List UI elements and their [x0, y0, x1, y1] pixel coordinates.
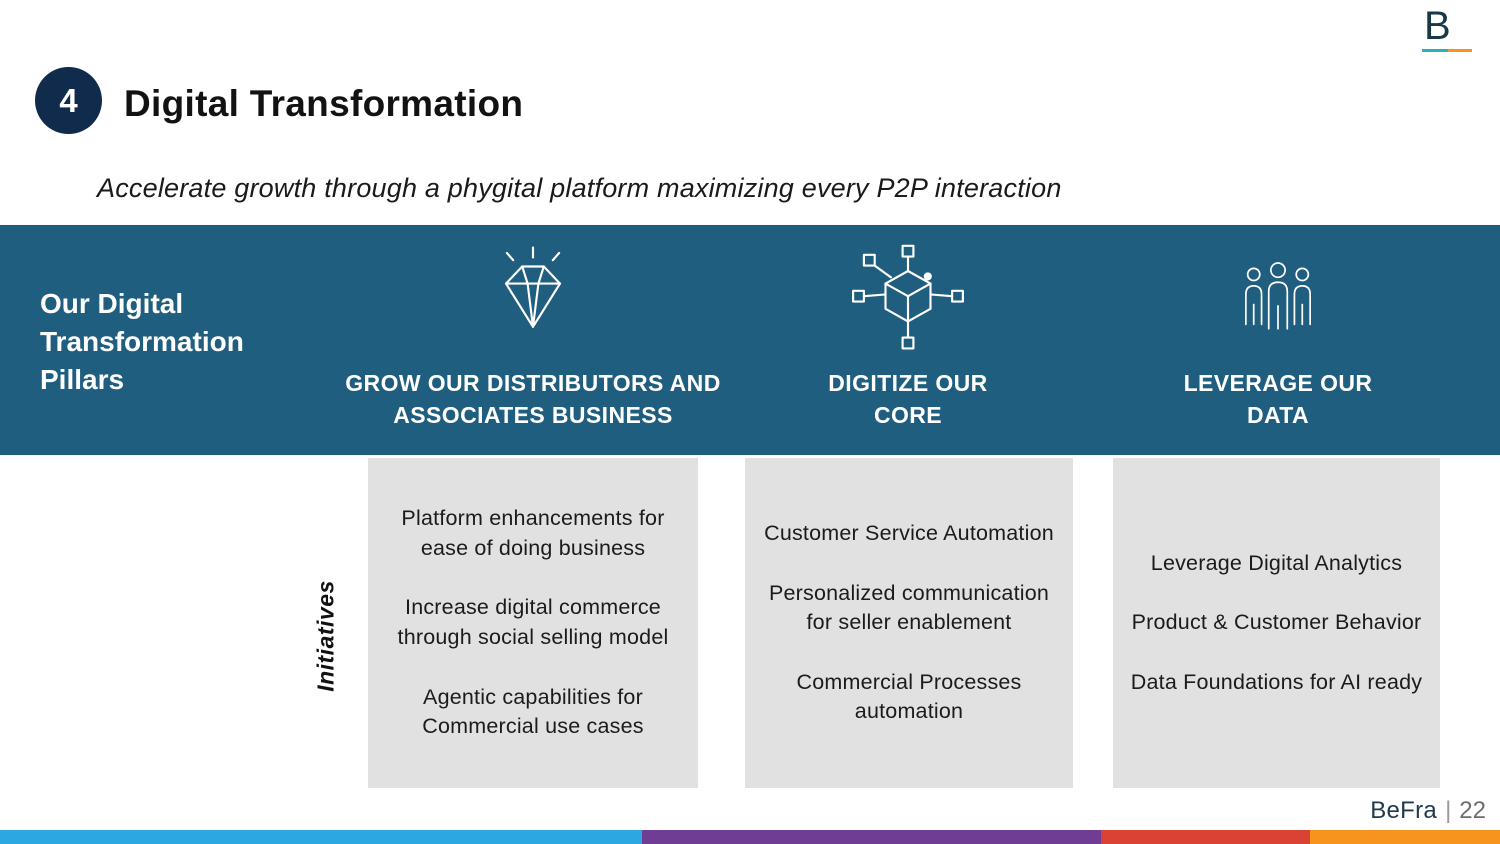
initiative-item: Agentic capabilities for Commercial use … — [422, 684, 644, 739]
people-icon-svg — [1245, 262, 1311, 330]
initiative-item: Increase digital commerce through social… — [397, 595, 669, 649]
initiative-item: Platform enhancements for ease of doing … — [401, 506, 665, 560]
initiative-item: Product & Customer Behavior — [1131, 610, 1422, 635]
slide-number-badge: 4 — [35, 67, 102, 134]
slide-subtitle: Accelerate growth through a phygital pla… — [97, 173, 1062, 203]
pillar-leverage-data: LEVERAGE OUR DATA — [1118, 235, 1438, 447]
initiative-item: Personalized communication for seller en… — [768, 580, 1050, 635]
initiative-item: Customer Service Automation — [764, 520, 1054, 545]
brand-logo: B — [1422, 6, 1474, 52]
bottom-accent-stripe — [0, 830, 1500, 844]
initiative-item: Data Foundations for AI ready — [1130, 669, 1423, 694]
pillar-grow-distributors: GROW OUR DISTRIBUTORS AND ASSOCIATES BUS… — [318, 235, 748, 447]
brand-logo-letter: B — [1424, 4, 1451, 48]
cube-network-icon-svg — [852, 244, 964, 350]
footer-separator: | — [1445, 797, 1452, 824]
banner-label: Our Digital Transformation Pillars — [40, 288, 244, 395]
stripe-segment-purple — [642, 830, 1101, 844]
stripe-segment-cyan — [0, 830, 642, 844]
pillars-banner: Our Digital Transformation Pillars GROW … — [0, 225, 1500, 455]
brand-logo-underline — [1422, 49, 1472, 52]
initiatives-label: Initiatives — [312, 580, 339, 692]
pillar-title-leverage: LEVERAGE OUR DATA — [1183, 370, 1373, 429]
stripe-segment-red — [1101, 830, 1310, 844]
logo-underline-teal — [1422, 49, 1448, 52]
initiatives-box-digitize: Customer Service Automation Personalized… — [745, 458, 1073, 788]
people-icon — [1228, 235, 1328, 361]
pillar-digitize-core: DIGITIZE OUR CORE — [748, 235, 1068, 447]
footer-page-number: 22 — [1459, 797, 1486, 824]
stripe-segment-orange — [1309, 830, 1500, 844]
initiatives-box-grow: Platform enhancements for ease of doing … — [368, 458, 698, 788]
diamond-icon-svg — [504, 246, 562, 328]
initiatives-box-leverage: Leverage Digital Analytics Product & Cus… — [1113, 458, 1440, 788]
initiative-item: Leverage Digital Analytics — [1150, 550, 1403, 575]
pillar-title-grow: GROW OUR DISTRIBUTORS AND ASSOCIATES BUS… — [345, 370, 721, 429]
initiative-item: Commercial Processes automation — [796, 669, 1022, 724]
footer-brand: BeFra — [1370, 797, 1438, 824]
cube-network-icon — [849, 235, 967, 361]
slide-number: 4 — [59, 81, 78, 119]
diamond-icon — [479, 235, 587, 361]
logo-underline-orange — [1448, 49, 1472, 52]
page-title: Digital Transformation — [124, 83, 524, 124]
slide-footer: BeFra | 22 — [1370, 797, 1486, 825]
pillar-title-digitize: DIGITIZE OUR CORE — [828, 370, 988, 429]
